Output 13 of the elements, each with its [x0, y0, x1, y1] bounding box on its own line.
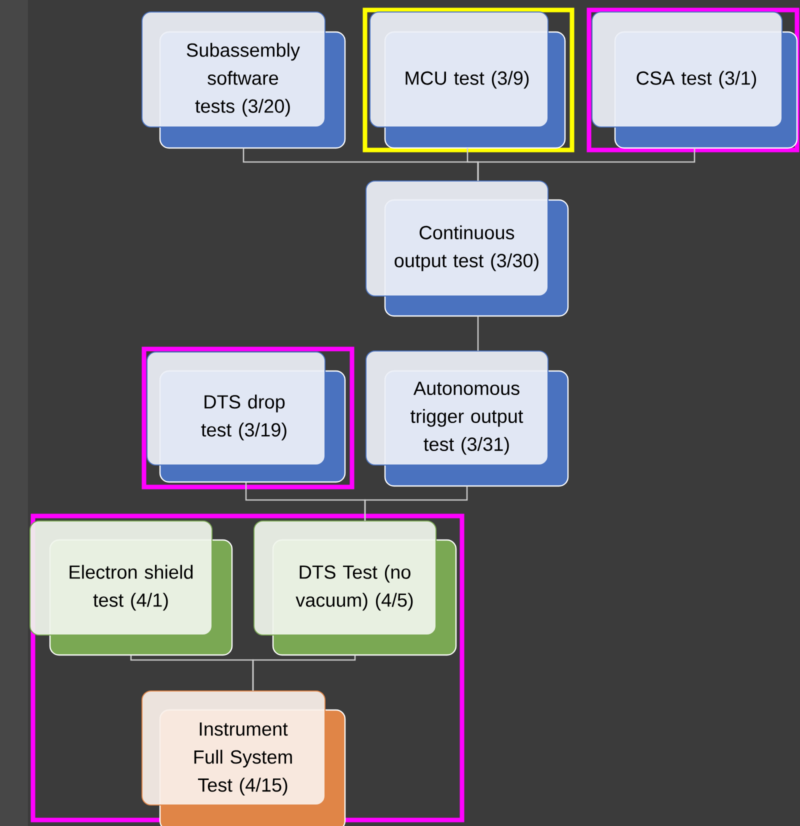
- process-box: Continuous output test (3/30): [366, 180, 569, 317]
- process-box: Electron shield test (4/1): [30, 520, 233, 656]
- process-box: MCU test (3/9): [370, 12, 566, 149]
- connector-line: [477, 148, 696, 181]
- process-box: Autonomous trigger output test (3/31): [366, 350, 569, 487]
- process-box: Instrument Full System Test (4/15): [142, 690, 346, 826]
- connector-line: [477, 316, 479, 351]
- process-box: Subassembly software tests (3/20): [142, 12, 346, 149]
- connector-line: [364, 486, 468, 521]
- process-box: DTS Test (no vacuum) (4/5): [254, 520, 457, 656]
- process-box: CSA test (3/1): [592, 12, 798, 149]
- connector-line: [252, 655, 356, 691]
- process-box: DTS drop test (3/19): [146, 352, 346, 483]
